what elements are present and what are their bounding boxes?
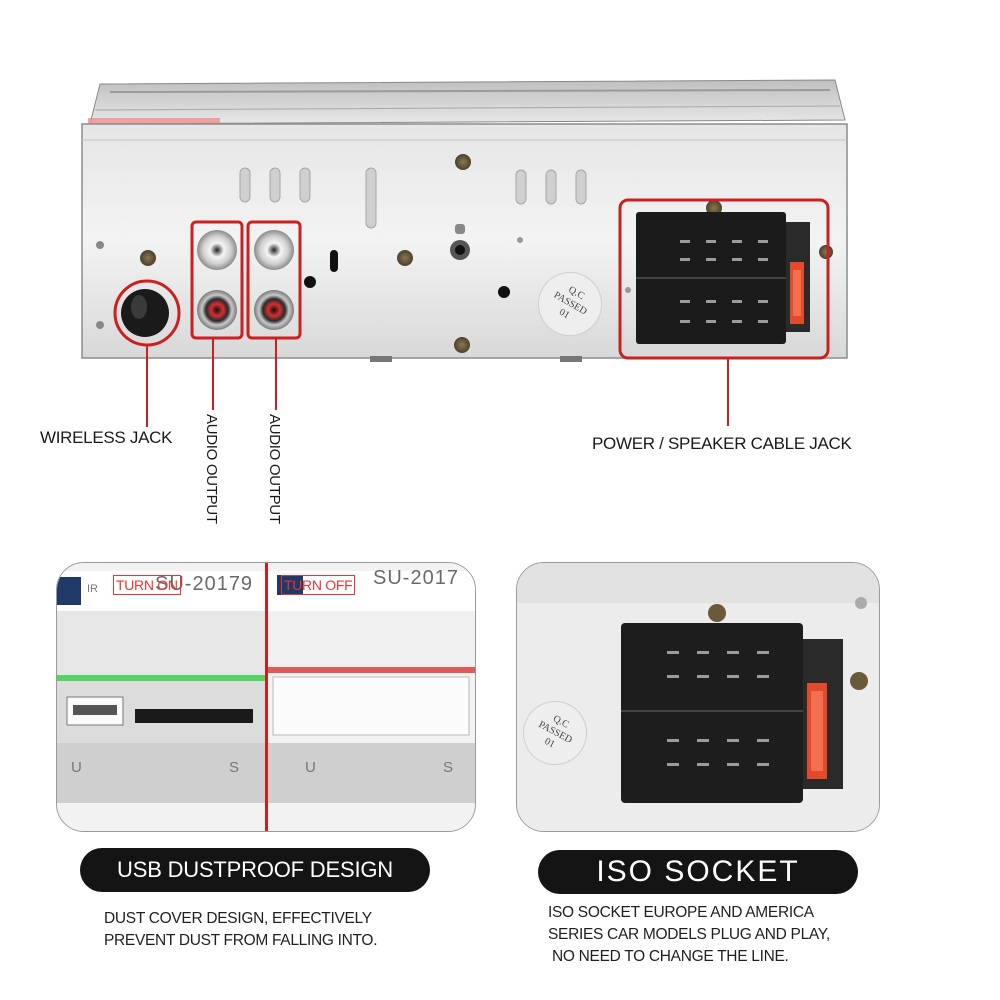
usb-desc-line1: DUST COVER DESIGN, EFFECTIVELY	[104, 910, 372, 927]
model-number-left: SU-20179	[155, 573, 254, 595]
audio-output-2-leader	[275, 338, 277, 410]
iso-desc-line2: SERIES CAR MODELS PLUG AND PLAY,	[548, 926, 830, 943]
iso-socket-illustration	[517, 563, 879, 831]
usb-dustproof-title-pill: USB DUSTPROOF DESIGN	[80, 848, 430, 892]
turn-off-tag: TURN OFF	[281, 575, 356, 595]
wireless-jack-label: WIRELESS JACK	[40, 428, 173, 447]
iso-socket-description: ISO SOCKET EUROPE AND AMERICA SERIES CAR…	[548, 902, 830, 968]
usb-dustproof-title: USB DUSTPROOF DESIGN	[117, 857, 393, 882]
usb-dustproof-description: DUST COVER DESIGN, EFFECTIVELY PREVENT D…	[104, 908, 378, 952]
iso-socket-title: ISO SOCKET	[596, 855, 800, 888]
power-speaker-label: POWER / SPEAKER CABLE JACK	[592, 434, 852, 453]
ir-label: IR	[87, 583, 98, 595]
usb-cover-illustration	[57, 563, 475, 831]
usb-letter-u-left: U	[71, 759, 82, 776]
model-number-right: SU-2017	[373, 567, 459, 589]
iso-socket-photo-panel: Q.C PASSED 01	[516, 562, 880, 832]
head-unit-rear-view	[81, 79, 848, 362]
usb-dustproof-photo-panel: IR SU-20179 SU-2017 TURN ON TURN OFF U S…	[56, 562, 476, 832]
audio-output-1-label: AUDIO OUTPUT	[203, 414, 220, 524]
iso-desc-line3: NO NEED TO CHANGE THE LINE.	[552, 948, 789, 965]
usb-desc-line2: PREVENT DUST FROM FALLING INTO.	[104, 932, 378, 949]
usb-letter-u-right: U	[305, 759, 316, 776]
audio-output-1-leader	[212, 338, 214, 410]
wireless-jack-leader	[146, 345, 148, 427]
iso-desc-line1: ISO SOCKET EUROPE AND AMERICA	[548, 904, 814, 921]
turn-on-tag: TURN ON	[113, 575, 181, 595]
power-speaker-leader	[727, 358, 729, 426]
iso-socket-title-pill: ISO SOCKET	[538, 850, 858, 894]
usb-letter-s-right: S	[443, 759, 454, 776]
usb-letter-s-left: S	[229, 759, 240, 776]
audio-output-2-label: AUDIO OUTPUT	[266, 414, 283, 524]
